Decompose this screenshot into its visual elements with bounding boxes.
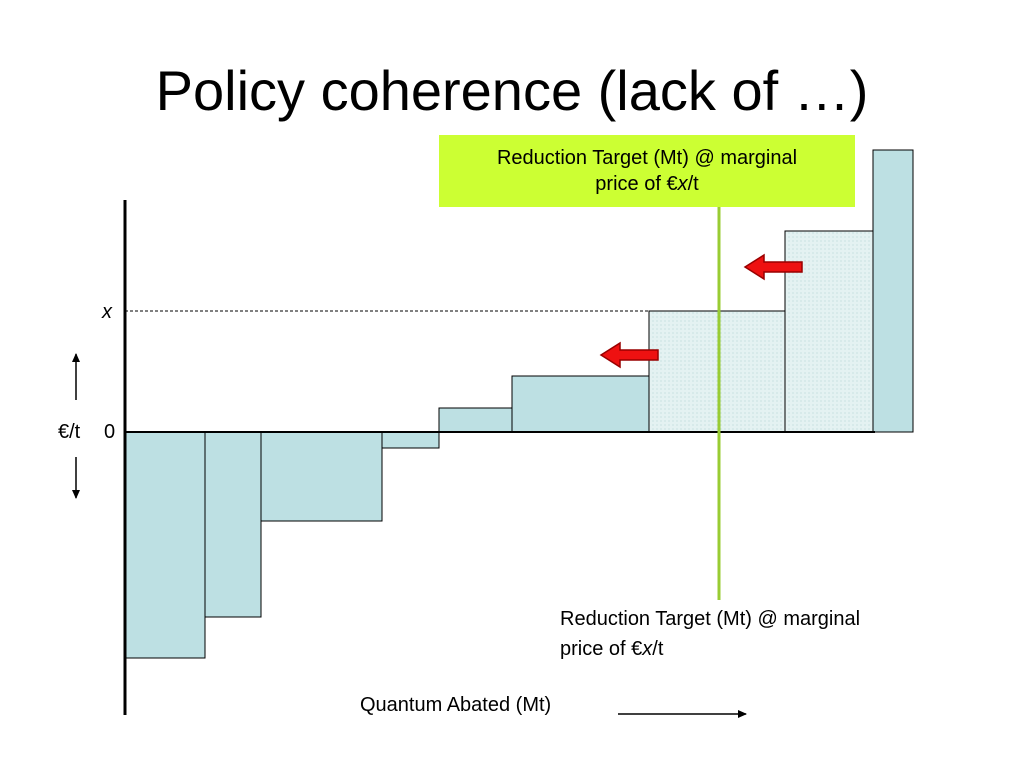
- abatement-bar-9: [872, 149, 914, 433]
- abatement-bar-6: [511, 375, 650, 433]
- abatement-bar-5: [438, 407, 513, 433]
- abatement-bar-8: [784, 230, 874, 433]
- y-zero-label: 0: [104, 421, 115, 443]
- red-left-arrow-1: [743, 253, 803, 281]
- bars-group: [124, 149, 914, 659]
- red-left-arrow-2: [599, 341, 659, 369]
- x-price-label: x: [101, 301, 113, 323]
- abatement-bar-3: [260, 431, 383, 522]
- target-label: Reduction Target (Mt) @ marginal price o…: [560, 604, 860, 664]
- callout-line-1: Reduction Target (Mt) @ marginal: [496, 147, 798, 169]
- x-axis-label: Quantum Abated (Mt): [360, 694, 552, 716]
- abatement-bar-7: [648, 310, 786, 433]
- target-label-line-1: Reduction Target (Mt) @ marginal: [560, 608, 861, 630]
- abatement-bar-4: [381, 431, 440, 449]
- abatement-bar-2: [204, 431, 262, 618]
- target-callout-box: Reduction Target (Mt) @ marginal price o…: [439, 135, 855, 207]
- y-axis-label: €/t: [58, 421, 81, 443]
- slide-title: Policy coherence (lack of …): [155, 59, 869, 122]
- callout-line-2: price of €x/t: [595, 173, 699, 195]
- abatement-bar-1: [124, 431, 206, 659]
- target-label-line-2: price of €x/t: [560, 638, 664, 660]
